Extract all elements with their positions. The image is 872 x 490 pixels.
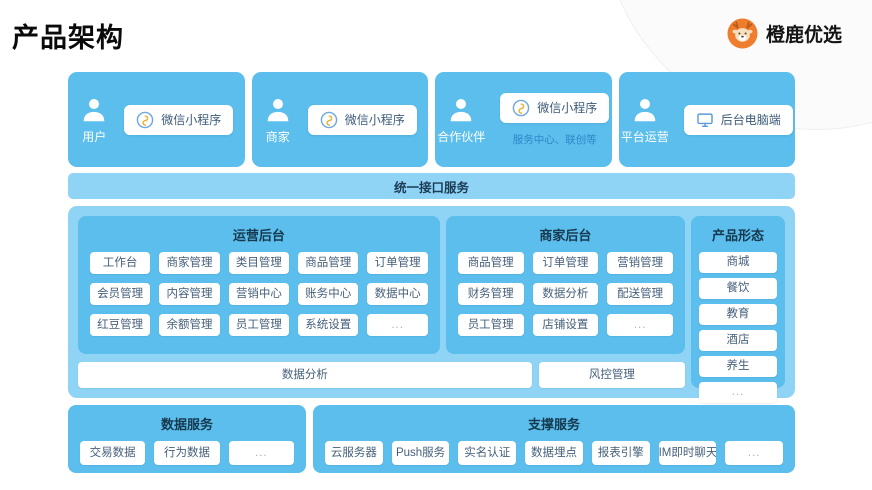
actor-label: 平台运营 [620,129,669,144]
actor-box-user: 用户 微信小程序 [68,72,245,167]
module-button[interactable]: 店铺设置 [532,314,599,336]
module-button[interactable]: 订单管理 [367,252,428,274]
user-icon [79,95,109,125]
support-service-items: 云服务器 Push服务实名认证数据埋点报表引擎 IM即时聊天... [325,441,784,465]
service-button[interactable]: 交易数据 [80,441,146,465]
merchant-modules: 商品管理订单管理营销管理财务管理数据分析配送管理员工管理店铺设置... [457,252,673,336]
service-button[interactable]: 云服务器 [325,441,383,465]
product-form-button[interactable]: 酒店 [699,330,777,351]
module-button[interactable]: 工作台 [90,252,151,274]
wechat-mini-program-icon [512,99,530,117]
actor-box-merchant: 商家 微信小程序 [251,72,428,167]
data-analysis-bar[interactable]: 数据分析 [78,362,532,388]
panel-title: 数据服务 [160,417,213,432]
module-button[interactable]: ... [367,314,428,336]
button-label: 微信小程序 [537,101,598,115]
service-button[interactable]: 数据埋点 [525,441,583,465]
partner-note: 服务中心、联创等 [512,133,597,146]
actor-box-platform-ops: 平台运营 后台电脑端 [618,72,795,167]
product-form-button[interactable]: 餐饮 [699,278,777,299]
data-service-items: 交易数据行为数据... [80,441,294,465]
button-label: 后台电脑端 [720,113,781,127]
services-row: 数据服务 交易数据行为数据... 支撑服务 云服务器 Push服务实名认证数据埋点… [68,405,795,473]
page-title: 产品架构 [12,23,124,53]
panel-title: 支撑服务 [527,417,580,432]
module-button[interactable]: 会员管理 [90,283,151,305]
wechat-mini-program-icon [320,111,338,129]
actor-label: 用户 [82,129,107,144]
platform-container: 运营后台 工作台商家管理类目管理商品管理订单管理会员管理内容管理营销中心账务中心… [68,206,795,403]
module-button[interactable]: 账务中心 [298,283,359,305]
monitor-icon [696,111,714,129]
header: 产品架构 橙鹿优选 [0,0,872,72]
product-form-button[interactable]: 教育 [699,304,777,325]
panel-title: 产品形态 [711,228,764,243]
panel-operations-backend: 运营后台 工作台商家管理类目管理商品管理订单管理会员管理内容管理营销中心账务中心… [78,216,440,354]
module-button[interactable]: 数据中心 [367,283,428,305]
actor-label: 商家 [265,129,290,144]
module-button[interactable]: 数据分析 [532,283,599,305]
user-icon [263,95,293,125]
button-label: 微信小程序 [161,113,222,127]
actor-box-partner: 合作伙伴 微信小程序 服务中心、联创等 [435,72,612,167]
unified-interface-bar: 统一接口服务 [68,173,795,199]
service-button[interactable]: ... [228,441,294,465]
module-button[interactable]: 员工管理 [228,314,290,336]
module-button[interactable]: 系统设置 [298,314,359,336]
module-button[interactable]: 配送管理 [607,283,673,305]
wechat-mini-program-icon [136,111,154,129]
user-icon [446,95,476,125]
panel-title: 运营后台 [232,228,285,243]
panel-data-services: 数据服务 交易数据行为数据... [68,405,306,473]
service-button[interactable]: ... [725,441,784,465]
button-label: 微信小程序 [344,113,405,127]
risk-control-bar[interactable]: 风控管理 [538,362,685,388]
actors-row: 用户 微信小程序 商家 [68,72,795,167]
panel-merchant-backend: 商家后台 商品管理订单管理营销管理财务管理数据分析配送管理员工管理店铺设置... [445,216,685,354]
service-button[interactable]: 报表引擎 [591,441,650,465]
backend-panels-row: 运营后台 工作台商家管理类目管理商品管理订单管理会员管理内容管理营销中心账务中心… [78,216,685,354]
brand-name: 橙鹿优选 [765,25,842,46]
wechat-miniprogram-button[interactable]: 微信小程序 [307,104,417,135]
platform-left-column: 运营后台 工作台商家管理类目管理商品管理订单管理会员管理内容管理营销中心账务中心… [78,216,685,388]
brand-logo: 橙鹿优选 [727,18,842,49]
wechat-miniprogram-button[interactable]: 微信小程序 [124,104,234,135]
module-button[interactable]: 商家管理 [159,252,220,274]
module-button[interactable]: ... [607,314,673,336]
deer-logo-icon [727,18,758,49]
actor-label: 合作伙伴 [437,129,486,144]
service-button[interactable]: Push服务 [391,441,450,465]
module-button[interactable]: 余额管理 [159,314,220,336]
wechat-miniprogram-button[interactable]: 微信小程序 [500,92,610,123]
module-button[interactable]: 红豆管理 [90,314,151,336]
module-button[interactable]: 订单管理 [532,252,599,274]
platform-wide-bars: 数据分析 风控管理 [78,362,685,388]
service-button[interactable]: IM即时聊天 [658,441,717,465]
module-button[interactable]: 内容管理 [159,283,220,305]
product-form-button[interactable]: 养生 [699,356,777,377]
product-form-button[interactable]: ... [699,382,777,403]
product-form-button[interactable]: 商城 [699,252,777,273]
module-button[interactable]: 类目管理 [228,252,290,274]
module-button[interactable]: 商品管理 [298,252,359,274]
module-button[interactable]: 营销中心 [228,283,290,305]
backend-pc-button[interactable]: 后台电脑端 [683,104,793,135]
product-forms-list: 商城餐饮教育酒店养生... [699,252,777,403]
service-button[interactable]: 行为数据 [154,441,220,465]
service-button[interactable]: 实名认证 [458,441,517,465]
module-button[interactable]: 员工管理 [457,314,524,336]
architecture-diagram: 用户 微信小程序 商家 [68,72,795,473]
panel-product-forms: 产品形态 商城餐饮教育酒店养生... [691,216,785,403]
operations-modules: 工作台商家管理类目管理商品管理订单管理会员管理内容管理营销中心账务中心数据中心红… [90,252,428,336]
module-button[interactable]: 财务管理 [457,283,524,305]
module-button[interactable]: 商品管理 [457,252,524,274]
panel-title: 商家后台 [539,228,592,243]
panel-support-services: 支撑服务 云服务器 Push服务实名认证数据埋点报表引擎 IM即时聊天... [313,405,795,473]
user-icon [630,95,660,125]
module-button[interactable]: 营销管理 [607,252,673,274]
